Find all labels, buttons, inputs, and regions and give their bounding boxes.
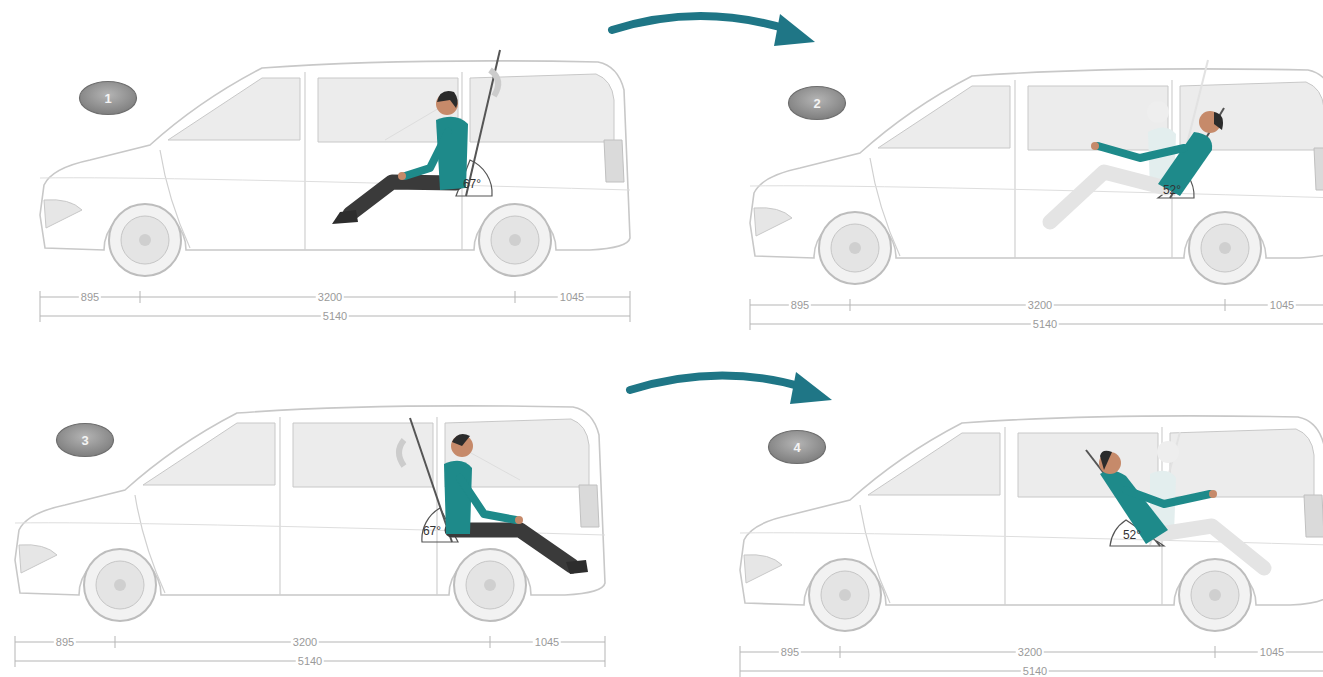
dimension-label: 3200 [291, 636, 319, 648]
dimension-label: 3200 [1026, 299, 1054, 311]
angle-label: 67° [423, 524, 441, 538]
passenger-figure [515, 516, 523, 524]
van-outline [750, 69, 1323, 330]
callout-ellipse: 4 [767, 429, 827, 465]
passenger-figure [437, 91, 458, 108]
passenger-figure [466, 50, 500, 196]
van-outline [15, 406, 605, 667]
passenger-figure [1214, 112, 1223, 130]
passenger-figure [1100, 451, 1112, 470]
dimension-label: 1045 [1258, 646, 1286, 658]
callout-ellipse: 3 [55, 422, 115, 458]
passenger-figure [1209, 490, 1217, 498]
transition-arrow [612, 16, 790, 30]
van-outline [40, 61, 630, 322]
van-outline [740, 416, 1323, 677]
passenger-figure [1100, 470, 1168, 544]
passenger-figure [444, 461, 472, 534]
passenger-figure [452, 530, 572, 566]
dimension-label: 895 [79, 291, 101, 303]
passenger-figure [460, 478, 516, 520]
dimension-label: 5140 [1031, 318, 1059, 330]
passenger-figure [452, 434, 470, 446]
passenger-figure [1126, 490, 1210, 504]
dimension-label: 895 [779, 646, 801, 658]
angle-label: 52° [1123, 528, 1141, 542]
angle-label: 52° [1163, 183, 1181, 197]
dimension-label: 1045 [533, 636, 561, 648]
callout-number: 2 [787, 85, 847, 121]
passenger-figure [398, 172, 406, 180]
dimension-label: 3200 [1016, 646, 1044, 658]
dimension-label: 895 [789, 299, 811, 311]
dimension-label: 895 [54, 636, 76, 648]
passenger-figure [332, 50, 500, 224]
callout-ellipse: 2 [787, 85, 847, 121]
passenger-figure [566, 560, 588, 574]
passenger-figure [1050, 60, 1224, 222]
passenger-figure [405, 132, 448, 176]
dimension-label: 5140 [296, 655, 324, 667]
passenger-figure [1091, 142, 1099, 150]
passenger-figure [451, 435, 473, 457]
dimension-label: 5140 [1021, 665, 1049, 677]
dimension-label: 1045 [558, 291, 586, 303]
passenger-figure [1160, 526, 1264, 568]
passenger-figure [490, 70, 498, 96]
passenger-figure [399, 418, 588, 574]
passenger-figure [399, 440, 404, 466]
passenger-figure [1050, 172, 1166, 222]
passenger-figure [1157, 441, 1179, 463]
callout-number: 3 [55, 422, 115, 458]
passenger-figure [1098, 146, 1184, 158]
angle-label: 67° [463, 177, 481, 191]
passenger-figure [1086, 432, 1264, 568]
callout-ellipse: 1 [78, 80, 138, 116]
transition-arrow [630, 375, 806, 390]
dimension-label: 5140 [321, 310, 349, 322]
transition-arrow [790, 372, 832, 404]
callout-number: 1 [78, 80, 138, 116]
dimension-label: 1045 [1268, 299, 1296, 311]
dimension-label: 3200 [316, 291, 344, 303]
passenger-figure [1147, 101, 1169, 123]
passenger-figure [1158, 132, 1212, 196]
transition-arrow [774, 14, 815, 46]
passenger-figure [332, 210, 358, 224]
transition-arrow [612, 14, 832, 404]
callout-number: 4 [767, 429, 827, 465]
